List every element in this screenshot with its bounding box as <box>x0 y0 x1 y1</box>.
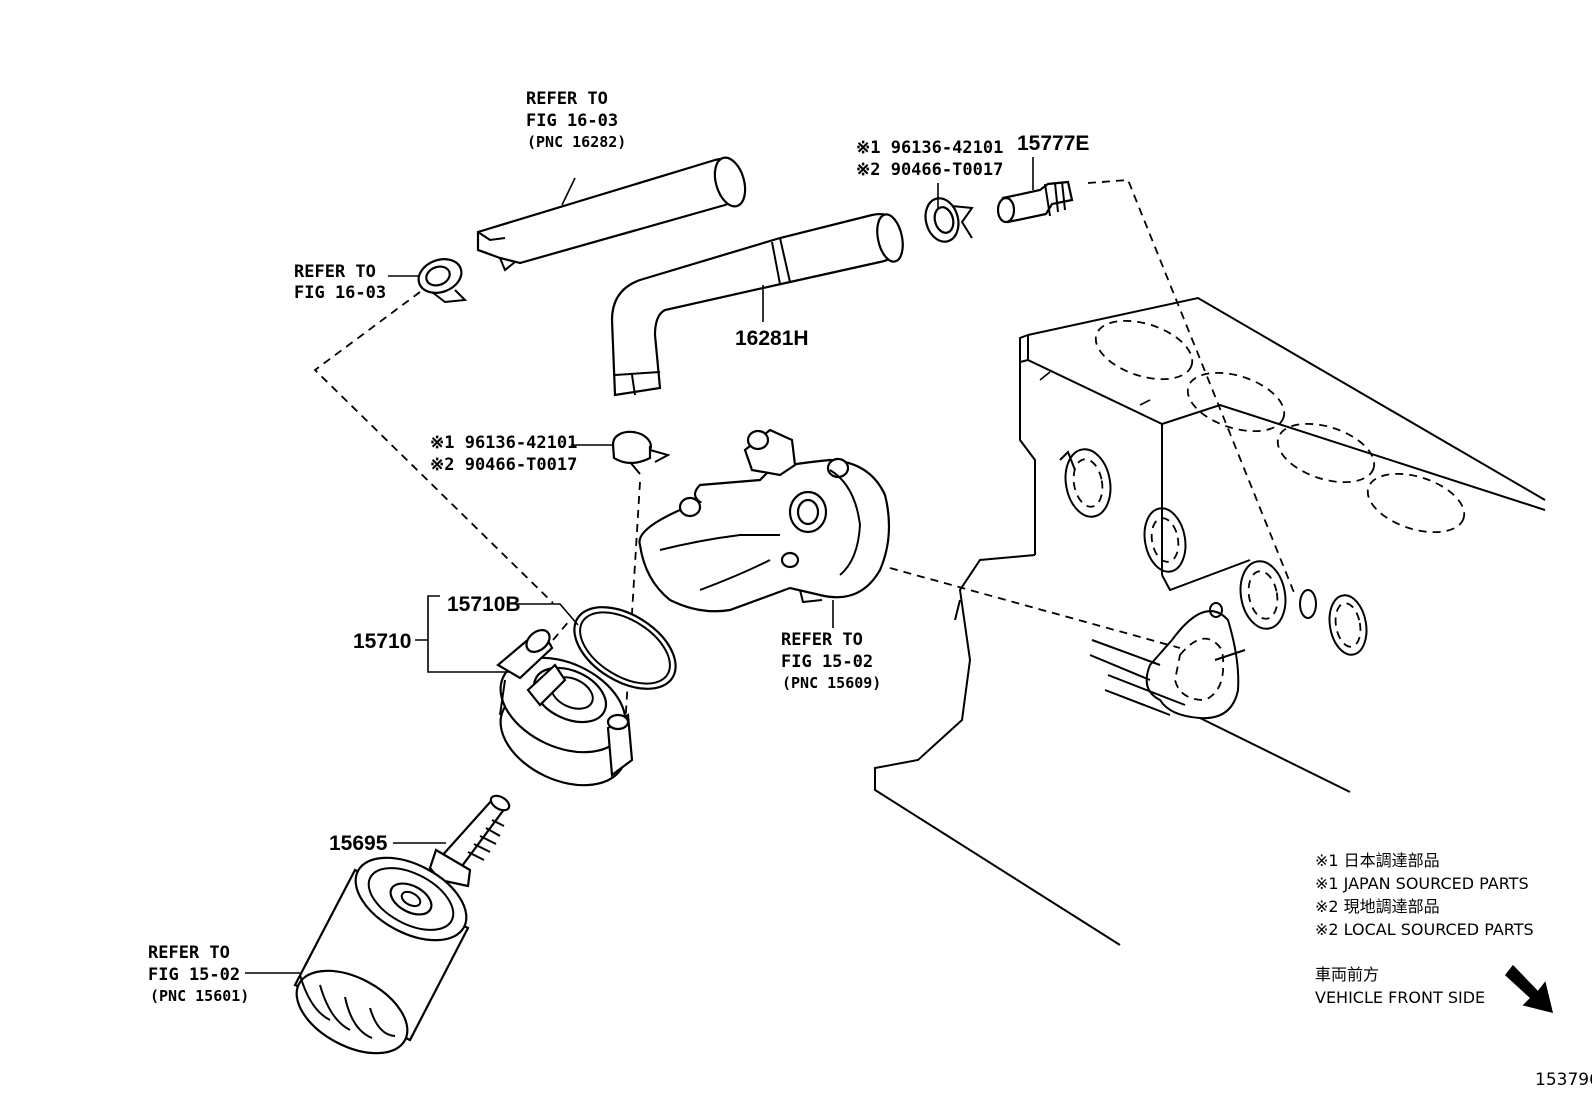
note-1-japanese: ※1 日本調達部品 <box>1315 851 1440 870</box>
oil-filter-bracket <box>638 428 891 613</box>
oil-cooler-15710 <box>496 629 634 787</box>
engine-block <box>874 296 1546 946</box>
front-direction-arrow-icon <box>1504 964 1554 1014</box>
front-side-english: VEHICLE FRONT SIDE <box>1315 988 1485 1007</box>
fitting-15777e <box>996 180 1074 224</box>
refer-housing-line1: REFER TO <box>781 630 863 650</box>
leader-lines <box>245 157 1034 974</box>
figure-number: 153796 <box>1535 1070 1592 1090</box>
legend-notes: ※1 日本調達部品 ※1 JAPAN SOURCED PARTS ※2 現地調達… <box>1315 851 1534 1007</box>
hose-clamp-top <box>924 197 974 243</box>
oil-filter <box>293 856 470 1055</box>
refer-filter-line2: FIG 15-02 <box>148 965 240 985</box>
note-2-english: ※2 LOCAL SOURCED PARTS <box>1315 920 1534 939</box>
refer-housing-line3: (PNC 15609) <box>782 674 881 692</box>
refer-clamp-left-line1: REFER TO <box>294 262 376 282</box>
refer-hose-top-line1: REFER TO <box>526 89 608 109</box>
hose-clamp-mid <box>611 430 671 475</box>
part-number-15710b: 15710B <box>447 593 521 616</box>
hose-clamp-left <box>417 258 468 304</box>
part-number-15777e: 15777E <box>1017 132 1089 155</box>
note-1-english: ※1 JAPAN SOURCED PARTS <box>1315 874 1529 893</box>
refer-filter-line1: REFER TO <box>148 943 230 963</box>
part-number-15695: 15695 <box>329 832 388 855</box>
clamp-top-code2: ※2 90466-T0017 <box>856 160 1003 180</box>
labels: REFER TO FIG 16-03 (PNC 16282) REFER TO … <box>148 89 1089 1005</box>
clamp-mid-code2: ※2 90466-T0017 <box>430 455 577 475</box>
union-bolt-15695 <box>428 794 511 888</box>
hose-upper <box>476 156 747 272</box>
part-number-15710: 15710 <box>353 630 411 653</box>
refer-clamp-left-line2: FIG 16-03 <box>294 283 386 303</box>
hose-16281h <box>610 213 904 397</box>
part-number-16281h: 16281H <box>735 327 809 350</box>
clamp-mid-code1: ※1 96136-42101 <box>430 433 577 453</box>
assembly-lines <box>313 179 1296 729</box>
refer-housing-line2: FIG 15-02 <box>781 652 873 672</box>
refer-hose-top-line2: FIG 16-03 <box>526 111 618 131</box>
note-2-japanese: ※2 現地調達部品 <box>1315 897 1440 916</box>
front-side-japanese: 車両前方 <box>1315 965 1379 984</box>
refer-hose-top-line3: (PNC 16282) <box>527 133 626 151</box>
clamp-top-code1: ※1 96136-42101 <box>856 138 1003 158</box>
o-ring-15710b <box>573 606 677 690</box>
refer-filter-line3: (PNC 15601) <box>150 987 249 1005</box>
